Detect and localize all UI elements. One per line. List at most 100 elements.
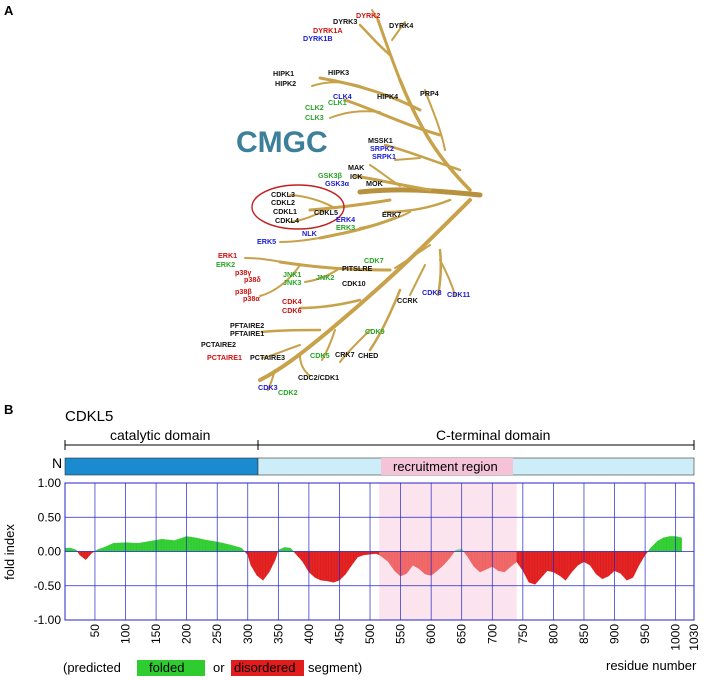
- kinase-label: CDK5: [310, 351, 330, 360]
- legend: (predicted folded or disordered segment): [63, 660, 362, 676]
- x-tick-label: 1030: [687, 624, 701, 651]
- tree-branch-lower: [258, 198, 472, 382]
- kinase-label: DYRK2: [356, 11, 380, 20]
- kinase-label: HIPK2: [275, 79, 296, 88]
- y-tick-label: 0.00: [38, 545, 62, 559]
- plot-frame: [64, 482, 695, 621]
- tree-branch-mak: [369, 164, 401, 187]
- x-tick-label: 900: [608, 624, 622, 644]
- kinase-label: ERK4: [336, 215, 355, 224]
- tree-branch-pctaire: [261, 344, 301, 359]
- x-tick-label: 450: [332, 624, 346, 644]
- kinase-label: PCTAIRE3: [250, 353, 285, 362]
- cdkl-highlight-circle: [251, 184, 345, 230]
- kinase-label: DYRK3: [333, 17, 357, 26]
- cterm-domain-label: C-terminal domain: [436, 427, 550, 443]
- tree-branch-pftaire: [260, 328, 322, 334]
- x-tick-label: 700: [485, 624, 499, 644]
- kinase-label: PFTAIRE1: [230, 329, 264, 338]
- y-tick-label: -1.00: [34, 613, 62, 627]
- kinase-label: CDK6: [282, 306, 302, 315]
- tree-branch-cdkl3: [289, 207, 331, 223]
- kinase-label: CDKL4: [275, 216, 299, 225]
- tree-branch-hipk: [318, 76, 422, 112]
- legend-disordered-swatch: [231, 660, 304, 676]
- x-tick-label: 150: [149, 624, 163, 644]
- recruitment-region-label: recruitment region: [393, 459, 498, 474]
- kinase-label: CCRK: [397, 296, 419, 305]
- tree-branch-cdkl: [308, 198, 392, 212]
- x-tick-label: 200: [180, 624, 194, 644]
- x-tick-label: 50: [88, 624, 102, 638]
- kinase-label: JNK2: [316, 273, 334, 282]
- kinase-label: CHED: [358, 351, 378, 360]
- kinase-label: JNK3: [283, 278, 301, 287]
- kinase-label: CDK9: [365, 327, 385, 336]
- kinase-label: p38γ: [235, 268, 251, 277]
- kinase-label: HIPK3: [328, 68, 349, 77]
- x-axis-label: residue number: [606, 658, 697, 673]
- x-tick-label: 350: [271, 624, 285, 644]
- kinase-label: CDKL3: [271, 190, 295, 199]
- kinase-label: MAK: [348, 163, 365, 172]
- kinase-label: CDK8: [422, 288, 442, 297]
- kinase-label: ERK3: [336, 223, 355, 232]
- kinase-label: MSSK1: [368, 136, 393, 145]
- y-tick-label: 1.00: [38, 476, 62, 490]
- kinase-label: p38δ: [244, 275, 261, 284]
- kinase-label: DYRK1A: [313, 26, 343, 35]
- kinase-label: CDKL5: [314, 208, 338, 217]
- domain-brackets: [64, 440, 695, 450]
- tree-branch-cdk46: [298, 298, 362, 310]
- kinase-label: PITSLRE: [342, 264, 373, 273]
- recruitment-region-bar: [381, 458, 513, 475]
- kinase-label: CLK4: [333, 92, 352, 101]
- tree-trunk: [357, 187, 483, 198]
- tree-branch-gsk: [353, 174, 432, 192]
- legend-folded-swatch: [137, 660, 205, 676]
- panel-a-letter: A: [4, 3, 14, 18]
- kinase-label: ERK5: [257, 237, 276, 246]
- tree-branch-erk7: [383, 198, 452, 214]
- kinase-label: CRK7: [335, 350, 355, 359]
- tree-branch-cdk8: [436, 248, 443, 297]
- x-tick-label: 850: [577, 624, 591, 644]
- y-tick-label: -0.50: [34, 579, 62, 593]
- kinase-label: MOK: [366, 179, 384, 188]
- kinase-label: ERK2: [216, 260, 235, 269]
- panel-b-letter: B: [4, 402, 13, 417]
- kinase-label: p38β: [235, 287, 252, 296]
- tree-branch-srpk: [383, 143, 462, 172]
- x-tick-label: 400: [302, 624, 316, 644]
- kinase-label: GSK3α: [325, 179, 350, 188]
- kinase-label: ERK7: [382, 210, 401, 219]
- kinase-label: DYRK1B: [303, 34, 333, 43]
- tree-branch-prp4: [424, 89, 446, 151]
- tree-branch-cdk5: [321, 329, 336, 361]
- y-axis-label: fold index: [2, 524, 17, 580]
- x-tick-label: 750: [516, 624, 530, 644]
- tree-branch-dyrk2: [358, 23, 392, 57]
- kinase-label: HIPK1: [273, 69, 294, 78]
- kinase-label: NLK: [302, 229, 318, 238]
- legend-close: segment): [308, 660, 362, 675]
- tree-branch-srpk2: [394, 157, 421, 161]
- kinase-label: PCTAIRE2: [201, 340, 236, 349]
- x-tick-label: 550: [394, 624, 408, 644]
- kinase-label: SRPK2: [370, 144, 394, 153]
- tree-branch-clk: [343, 98, 442, 137]
- x-tick-label: 950: [638, 624, 652, 644]
- legend-or: or: [213, 660, 225, 675]
- x-tick-label: 1000: [669, 624, 683, 651]
- tree-branch-dyrk: [376, 18, 402, 82]
- x-tick-label: 500: [363, 624, 377, 644]
- protein-name: CDKL5: [65, 408, 113, 425]
- kinase-label: PFTAIRE2: [230, 321, 264, 330]
- kinase-label: CDK2: [278, 388, 298, 397]
- kinase-tree: [244, 9, 483, 391]
- kinase-label: CLK1: [328, 98, 347, 107]
- kinase-label: CDK3: [258, 383, 278, 392]
- cmgc-group-label: CMGC: [236, 126, 328, 159]
- x-tick-label: 250: [210, 624, 224, 644]
- tree-branch-cdk9: [368, 288, 402, 352]
